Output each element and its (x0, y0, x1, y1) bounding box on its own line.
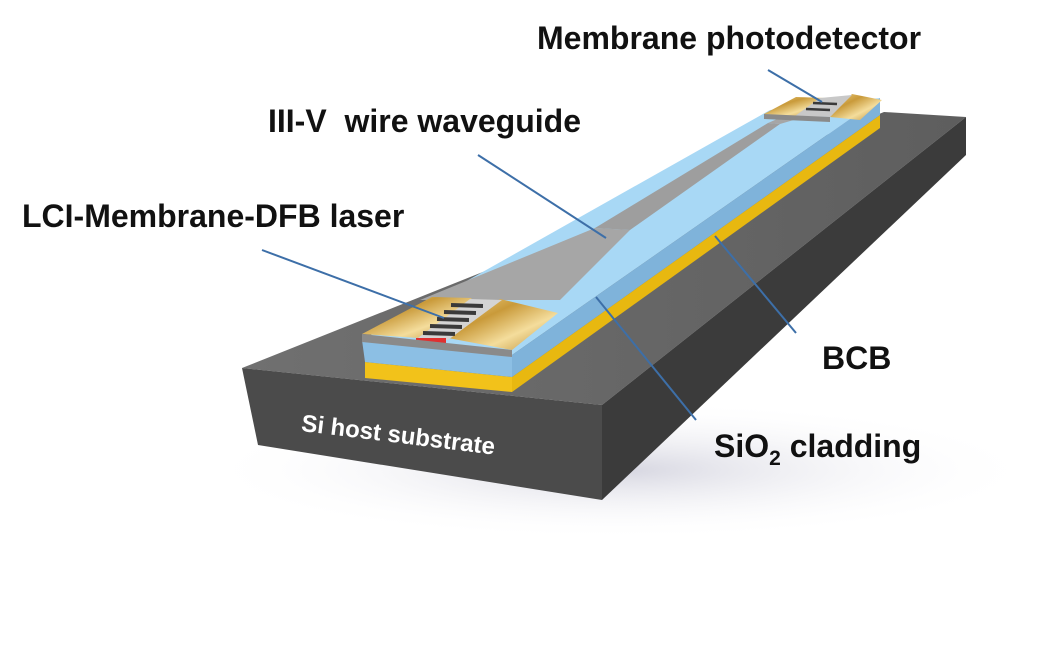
leader-sio2 (595, 296, 697, 421)
leader-laser (261, 249, 445, 319)
laser-grating (422, 303, 484, 336)
leader-waveguide (477, 154, 607, 239)
sio2-prefix: SiO (714, 428, 770, 464)
pd-grating (805, 101, 838, 112)
sio2-subscript: 2 (769, 447, 781, 470)
pd-front-face (764, 114, 830, 122)
laser-pad-left (362, 297, 472, 338)
leader-bcb (714, 235, 797, 334)
pd-pad-left (764, 97, 826, 116)
membrane-photodetector (764, 94, 882, 122)
waveguide-taper-left (420, 228, 630, 300)
sio2-suffix: cladding (780, 428, 922, 464)
pd-pad-right (830, 94, 882, 120)
substrate-front-face (242, 368, 602, 500)
label-dfb-laser: LCI-Membrane-DFB laser (22, 198, 405, 234)
label-wire-waveguide: III-V wire waveguide (268, 103, 581, 139)
label-sio2-cladding: SiO2 cladding (714, 428, 922, 469)
leader-lines (261, 69, 823, 421)
label-bcb: BCB (822, 340, 892, 376)
laser-front-face (362, 334, 512, 357)
pd-mesa (795, 95, 852, 117)
leader-photodetector (767, 69, 823, 103)
substrate-side-face (602, 117, 966, 500)
laser-pad-right (448, 299, 558, 350)
sio2-front-face (362, 340, 512, 377)
waveguide-wire (595, 123, 780, 230)
bcb-layer (365, 115, 880, 392)
label-membrane-photodetector: Membrane photodetector (537, 20, 922, 56)
dfb-laser (362, 297, 558, 357)
bcb-front-face (365, 362, 512, 392)
bcb-side-face (512, 115, 880, 392)
